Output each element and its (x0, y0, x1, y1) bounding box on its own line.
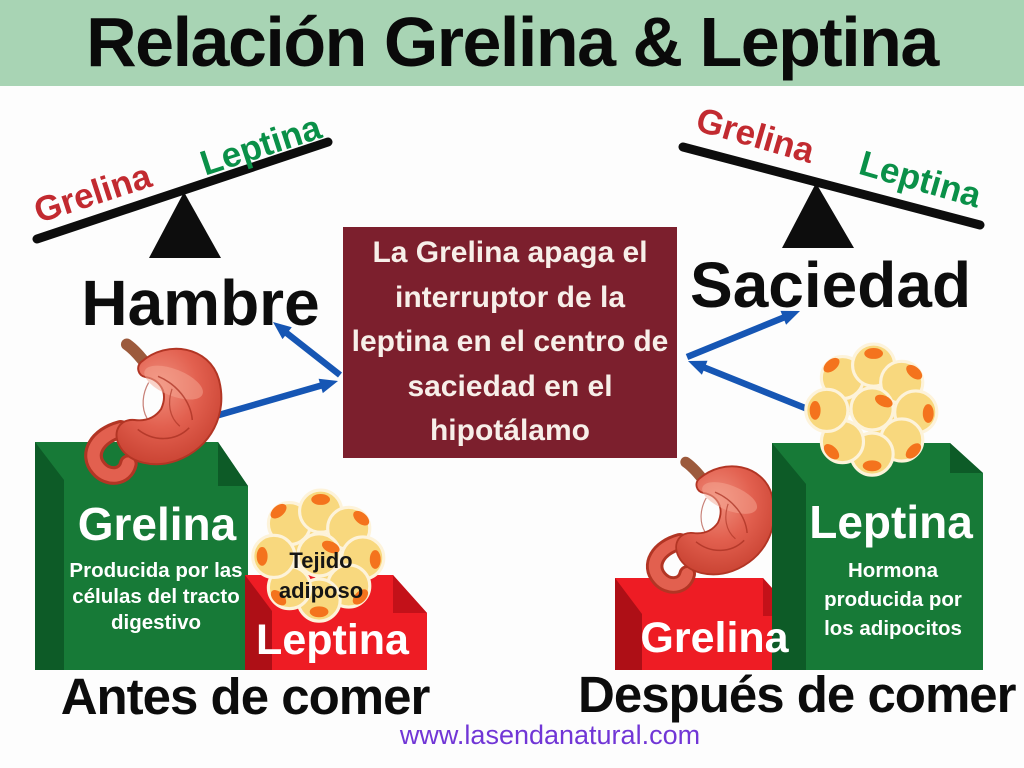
after-eating-caption: Después de comer (578, 666, 1017, 723)
desc-line: células del tracto (72, 585, 240, 608)
ghrelin-box-title: Grelina (77, 498, 237, 550)
center-info-line: La Grelina apaga el (372, 236, 648, 270)
desc-line: producida por (824, 588, 962, 611)
ghrelin-green-box (35, 442, 248, 670)
ghrelin-red-box-label: Grelina (640, 614, 789, 662)
leptin-box-title: Leptina (809, 496, 973, 548)
center-info-text: La Grelina apaga el interruptor de la le… (343, 227, 677, 458)
satiety-state-label: Saciedad (690, 249, 972, 321)
before-eating-caption: Antes de comer (60, 668, 431, 725)
satiety-seesaw-icon (678, 142, 985, 248)
fat-label-line: adiposo (278, 577, 364, 603)
desc-line: los adipocitos (824, 617, 962, 640)
arrow-fat-to-box-icon (688, 360, 817, 416)
center-info-line: leptina en el centro de (351, 325, 669, 359)
center-info-line: hipotálamo (429, 414, 590, 448)
stomach-icon (655, 462, 775, 585)
header-band (0, 0, 1024, 86)
fat-label-line: Tejido (289, 548, 353, 573)
arrow-box-to-hambre-icon (273, 322, 343, 378)
fat-tissue-icon (804, 342, 939, 477)
leptin-green-box (772, 443, 983, 670)
desc-line: Hormona (848, 559, 938, 582)
center-info-box (343, 227, 677, 458)
hunger-state-label: Hambre (81, 267, 320, 339)
ghrelin-box-description: Producida por las células del tracto dig… (52, 558, 260, 636)
desc-line: digestivo (111, 611, 201, 634)
center-info-line: saciedad en el (407, 369, 613, 403)
center-info-line: interruptor de la (394, 280, 626, 314)
leptin-red-box-label: Leptina (256, 616, 409, 664)
fat-tissue-label: Tejido adiposo (248, 546, 394, 605)
page-title: Relación Grelina & Leptina (86, 3, 939, 81)
arrow-layer (204, 310, 817, 423)
desc-line: Producida por las (69, 559, 243, 582)
website-link[interactable]: www.lasendanatural.com (399, 720, 701, 750)
arrow-box-to-saciedad-icon (685, 310, 800, 361)
hunger-seesaw-icon (32, 137, 333, 258)
arrow-stomach-to-box-icon (204, 378, 338, 423)
leptin-box-description: Hormona producida por los adipocitos (797, 556, 989, 643)
